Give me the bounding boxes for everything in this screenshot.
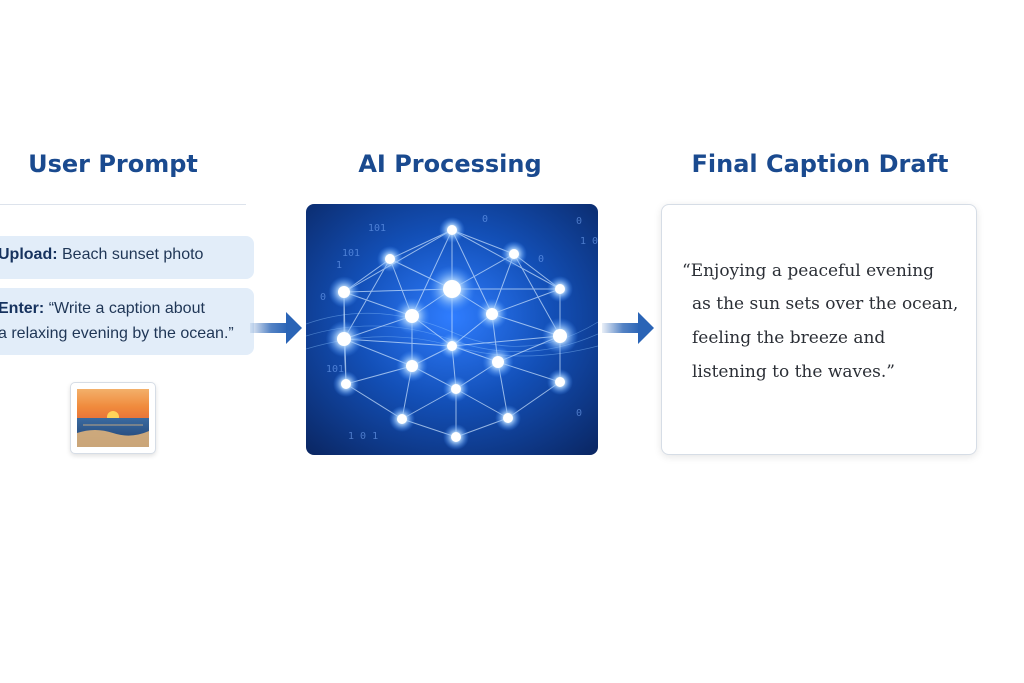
user-prompt-title: User Prompt — [28, 150, 198, 178]
network-node — [503, 413, 513, 423]
arrow-right-icon — [250, 312, 302, 344]
network-node — [406, 360, 418, 372]
network-node — [341, 379, 351, 389]
caption-line: feeling the breeze and — [692, 328, 886, 348]
caption-card: “Enjoying a peaceful evening as the sun … — [661, 204, 977, 455]
beach-sunset-thumbnail — [70, 382, 156, 454]
title-divider — [0, 204, 246, 205]
network-node — [486, 308, 498, 320]
network-node — [451, 432, 461, 442]
network-node — [555, 377, 565, 387]
network-node — [509, 249, 519, 259]
upload-label: Upload: — [0, 246, 58, 263]
caption-line: as the sun sets over the ocean, — [692, 294, 959, 314]
enter-step: Enter: “Write a caption about a relaxing… — [0, 288, 254, 355]
binary-label-7: 0 — [320, 292, 326, 303]
binary-digits: 101 0 101 1 0 1 0 1 0 101 0 1 0 1 0 — [320, 214, 598, 442]
enter-prompt-line1: “Write a caption about — [48, 300, 205, 317]
binary-label-4: 1 — [336, 260, 342, 271]
final-caption-title: Final Caption Draft — [691, 150, 949, 178]
binary-label-11: 0 — [538, 254, 544, 265]
neural-network-panel: 101 0 101 1 0 1 0 1 0 101 0 1 0 1 0 — [306, 204, 598, 455]
caption-line: listening to the waves.” — [692, 362, 895, 382]
network-node — [397, 414, 407, 424]
binary-label-6: 1 0 1 — [580, 236, 598, 247]
network-node — [447, 225, 457, 235]
binary-label-3: 101 — [342, 248, 360, 259]
network-node — [553, 329, 567, 343]
network-node — [443, 280, 461, 298]
enter-prompt-line2: a relaxing evening by the ocean.” — [0, 325, 234, 342]
binary-label-1: 101 — [368, 223, 386, 234]
binary-label-10: 1 0 1 — [348, 431, 378, 442]
network-node — [405, 309, 419, 323]
network-node — [492, 356, 504, 368]
arrow-right-icon — [602, 312, 654, 344]
binary-label-5: 0 — [576, 216, 582, 227]
beach-sunset-image-icon — [77, 389, 149, 447]
upload-step: Upload: Beach sunset photo — [0, 236, 254, 279]
network-node — [337, 332, 351, 346]
upload-value: Beach sunset photo — [62, 246, 204, 263]
ai-processing-title: AI Processing — [358, 150, 542, 178]
binary-label-8: 101 — [326, 364, 344, 375]
network-node — [385, 254, 395, 264]
network-node — [451, 384, 461, 394]
network-node — [447, 341, 457, 351]
network-nodes — [325, 217, 579, 450]
binary-label-9: 0 — [576, 408, 582, 419]
network-node — [555, 284, 565, 294]
caption-line: “Enjoying a peaceful evening — [682, 261, 935, 281]
enter-label: Enter: — [0, 300, 45, 317]
network-node — [338, 286, 350, 298]
binary-label-2: 0 — [482, 214, 488, 225]
